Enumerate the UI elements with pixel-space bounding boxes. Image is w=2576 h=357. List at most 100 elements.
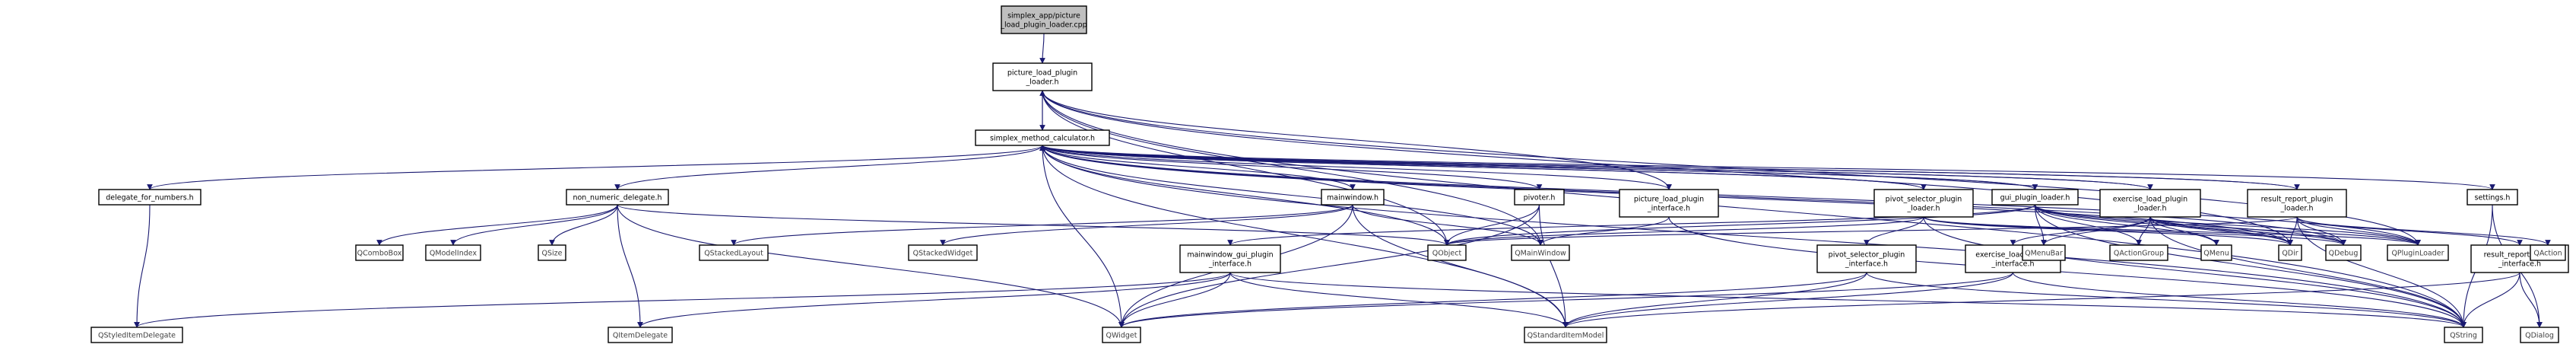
node-box [2109, 244, 2168, 261]
node-qstandarditemmodel[interactable]: QStandardItemModel [1524, 327, 1607, 343]
edge-psl-to-qpl [1923, 216, 2421, 246]
node-label: pivot_selector_plugin [1829, 251, 1905, 260]
node-label: _loader.h [1907, 205, 1940, 213]
node-mainwindow-gui-plugin-interface-h[interactable]: mainwindow_gui_plugin_interface.h [1179, 244, 1281, 273]
node-delegate-for-numbers-h[interactable]: delegate_for_numbers.h [98, 189, 201, 206]
edge-ell-to-elpi [2010, 216, 2151, 246]
edge-rrpi-to-qstr [2460, 272, 2520, 328]
edge-plh-to-qpl [1042, 90, 2421, 246]
edge-rrl-to-smc [1039, 145, 2298, 190]
node-label: QActionGroup [2114, 250, 2164, 258]
edge-psl-to-qdbg [1923, 216, 2346, 246]
edge-rrl-to-qob [1444, 216, 2298, 246]
edge-gpl-to-qob [1444, 204, 2036, 246]
node-label: picture_load_plugin [1007, 69, 1077, 78]
node-exercise-load-plugin-loader-h[interactable]: exercise_load_plugin_loader.h [2099, 189, 2201, 218]
edge-nnd-to-qmi [450, 204, 618, 246]
node-label: QStandardItemModel [1528, 332, 1604, 340]
node-label: QDialog [2525, 332, 2554, 340]
edge-ell-to-smc [1039, 145, 2151, 190]
edge-psl-to-smc [1039, 145, 1924, 190]
node-box [975, 129, 1110, 146]
node-simplex-app-picture-load-plugin-loader-cpp[interactable]: simplex_app/picture_load_plugin_loader.c… [1000, 5, 1087, 34]
edge-mwgpi-to-qid [637, 272, 1231, 328]
node-box [1321, 189, 1385, 206]
node-box [2444, 327, 2483, 343]
node-qaction[interactable]: QAction [2530, 244, 2566, 261]
node-pivoter-h[interactable]: pivoter.h [1514, 189, 1565, 206]
node-label: QStackedLayout [704, 250, 763, 258]
edge-smc-to-qstr [1042, 145, 2467, 328]
node-settings-h[interactable]: settings.h [2467, 189, 2518, 206]
node-qdir[interactable]: QDir [2278, 244, 2302, 261]
edge-mwgpi-to-qwi [1118, 272, 1231, 328]
node-picture-load-plugin-interface-h[interactable]: picture_load_plugin_interface.h [1619, 189, 1719, 218]
node-label: QStackedWidget [913, 250, 973, 258]
edge-nnd-to-qcb [376, 204, 618, 246]
node-box [2022, 244, 2066, 261]
node-label: _loader.h [2133, 205, 2167, 213]
edge-elpi-to-qwi [1118, 272, 2014, 328]
edge-plh-to-plpi [1042, 90, 1672, 190]
edge-plh-to-qdir [1042, 90, 2293, 246]
node-box [608, 327, 673, 343]
node-qmenu[interactable]: QMenu [2200, 244, 2232, 261]
edge-mwgpi-to-qsim [1229, 272, 1569, 328]
node-box [699, 244, 769, 261]
node-result-report-plugin-loader-h[interactable]: result_report_plugin_loader.h [2247, 189, 2347, 218]
edge-plh-to-qstr [1042, 90, 2467, 328]
node-qdebug[interactable]: QDebug [2325, 244, 2362, 261]
node-qstackedwidget[interactable]: QStackedWidget [908, 244, 978, 261]
edge-elpi-to-qsim [1562, 272, 2014, 328]
node-non-numeric-delegate-h[interactable]: non_numeric_delegate.h [566, 189, 669, 206]
node-qstackedlayout[interactable]: QStackedLayout [699, 244, 769, 261]
node-mainwindow-h[interactable]: mainwindow.h [1321, 189, 1385, 206]
node-label: QMainWindow [1515, 250, 1566, 258]
node-label: result_report_plugin [2261, 196, 2333, 204]
node-qpluginloader[interactable]: QPluginLoader [2387, 244, 2449, 261]
edge-psl-to-qstr [1923, 216, 2467, 328]
node-qdialog[interactable]: QDialog [2520, 327, 2559, 343]
node-box [2200, 244, 2232, 261]
node-box [1102, 327, 1141, 343]
nodes-layer: simplex_app/picture_load_plugin_loader.c… [90, 5, 2569, 343]
edge-dfn-to-qsid [134, 204, 151, 328]
node-box [355, 244, 404, 261]
node-pivot-selector-plugin-interface-h[interactable]: pivot_selector_plugin_interface.h [1816, 244, 1917, 273]
edge-smc-to-mwh [1042, 145, 1356, 190]
node-label: mainwindow.h [1327, 194, 1378, 202]
node-label: QSize [542, 250, 563, 258]
node-label: QDir [2282, 250, 2298, 258]
edge-nnd-to-qid [617, 204, 643, 328]
node-label: QStyledItemDelegate [98, 332, 176, 340]
node-qmenubar[interactable]: QMenuBar [2022, 244, 2066, 261]
node-picture-load-plugin-loader-h[interactable]: picture_load_plugin_loader.h [992, 62, 1093, 91]
node-qwidget[interactable]: QWidget [1102, 327, 1141, 343]
node-qactiongroup[interactable]: QActionGroup [2109, 244, 2168, 261]
node-simplex-method-calculator-h[interactable]: simplex_method_calculator.h [975, 129, 1110, 146]
node-qobject[interactable]: QObject [1427, 244, 1467, 261]
node-qstring[interactable]: QString [2444, 327, 2483, 343]
edge-mwh-to-qsl [731, 204, 1353, 246]
node-label: QString [2450, 332, 2477, 340]
node-box [908, 244, 978, 261]
node-label: _interface.h [1647, 205, 1690, 213]
node-label: _loader.h [1026, 78, 1059, 87]
node-qmainwindow[interactable]: QMainWindow [1511, 244, 1570, 261]
node-box [2278, 244, 2302, 261]
node-qmodelindex[interactable]: QModelIndex [425, 244, 481, 261]
node-gui-plugin-loader-h[interactable]: gui_plugin_loader.h [1991, 189, 2079, 206]
node-qitemdelegate[interactable]: QItemDelegate [608, 327, 673, 343]
node-qcombobox[interactable]: QComboBox [355, 244, 404, 261]
node-qsize[interactable]: QSize [538, 244, 566, 261]
edge-gpl-to-smc [1039, 145, 2036, 190]
node-pivot-selector-plugin-loader-h[interactable]: pivot_selector_plugin_loader.h [1873, 189, 1974, 218]
node-qstyleditemdelegate[interactable]: QStyledItemDelegate [90, 327, 183, 343]
node-label: QMenu [2203, 250, 2229, 258]
node-label: exercise_load_plugin [2113, 196, 2187, 204]
node-box [1511, 244, 1570, 261]
edge-pvh-to-qob [1444, 204, 1540, 246]
node-label: QAction [2533, 250, 2562, 258]
edge-ell-to-qme [2149, 216, 2219, 246]
